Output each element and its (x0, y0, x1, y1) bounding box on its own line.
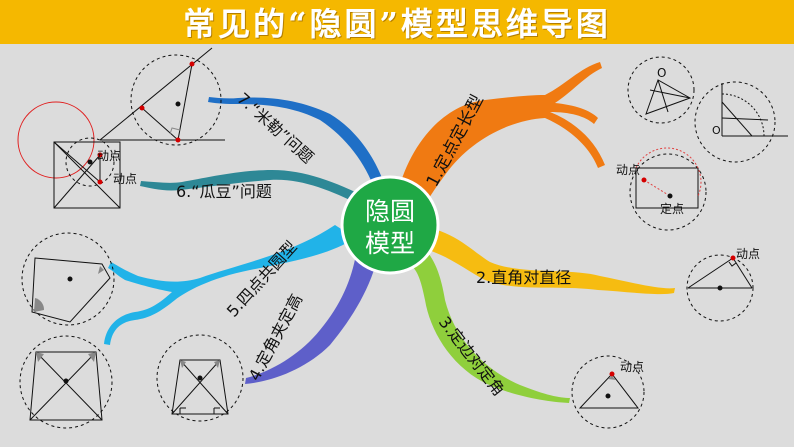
figure-fixed-angle-height (156, 334, 244, 422)
title-bar: 常见的“隐圆”模型思维导图 (0, 0, 794, 44)
figure-fixed-point-1 (627, 56, 695, 124)
figure-fixed-side-angle (571, 355, 645, 429)
moving-point-label-2: 动点 (736, 247, 760, 261)
moving-point-label-3: 动点 (620, 360, 644, 374)
origin-label-2: O (712, 124, 721, 137)
figure-guadou (17, 101, 121, 209)
center-label-line2: 模型 (365, 229, 415, 258)
figure-cyclic-quad-2 (19, 335, 113, 429)
branch-ribbon-1 (395, 62, 605, 225)
moving-point-label-6a: 动点 (97, 149, 121, 163)
fixed-point-label-1: 定点 (660, 201, 684, 216)
figure-cyclic-quad-1 (21, 232, 115, 326)
origin-label-1: O (657, 66, 666, 80)
figure-fixed-point-3 (629, 147, 707, 231)
page-title: 常见的“隐圆”模型思维导图 (183, 5, 611, 43)
moving-point-label-1: 动点 (616, 163, 640, 177)
branch-ribbon-7 (208, 97, 388, 200)
figure-miller (99, 47, 225, 146)
figure-right-angle-diameter (686, 254, 754, 322)
branch-label-3: 3.定边对定角 (435, 313, 509, 400)
center-label-line1: 隐圆 (365, 197, 415, 226)
branch-label-2: 2.直角对直径 (476, 268, 571, 287)
branch-ribbon-5 (104, 225, 355, 345)
figure-fixed-point-2 (694, 81, 788, 163)
center-node (340, 175, 440, 275)
branch-label-6: 6.“瓜豆”问题 (176, 182, 272, 201)
branch-ribbon-6 (140, 170, 368, 205)
moving-point-label-6b: 动点 (113, 172, 137, 186)
